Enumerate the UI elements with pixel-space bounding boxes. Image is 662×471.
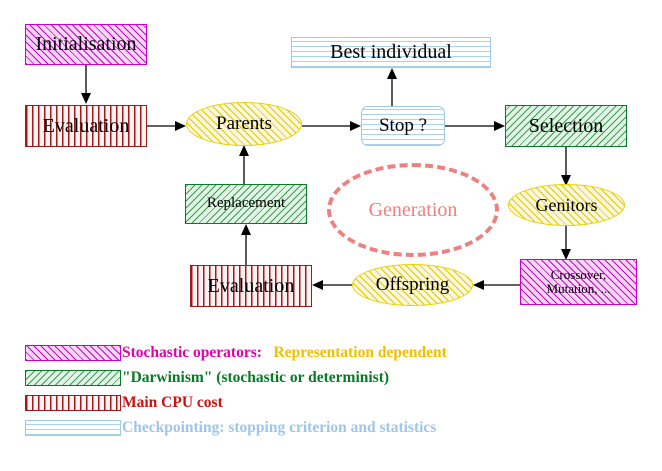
arrowhead-offspring-to-eval [312,280,323,290]
legend-row-darwinism: "Darwinism" (stochastic or determinist) [0,365,662,390]
node-label: Initialisation [35,33,137,55]
node-label: Evaluation [207,274,295,297]
arrowhead-stop-to-selection [494,121,505,131]
node-label: Offspring [375,274,450,296]
node-evaluation-top: Evaluation [25,105,147,147]
arrowhead-eval-to-replacement [241,224,251,235]
arrowhead-parents-to-stop [350,121,361,131]
node-label: Crossover, Mutation, ... [546,267,611,296]
arrowhead-selection-to-genitors [561,175,571,186]
node-label: Best individual [330,41,452,63]
arrowhead-replacement-to-parents [239,145,249,156]
node-replacement: Replacement [185,184,307,224]
node-offspring: Offspring [352,264,473,306]
legend-row-main-cpu-cost: Main CPU cost [0,390,662,415]
node-label: Genitors [535,194,598,215]
legend-text-segment: Stochastic operators: [122,343,262,361]
arrowhead-crossover-to-offspring [473,280,484,290]
node-genitors: Genitors [508,184,625,226]
arrowhead-eval-to-parents [175,121,186,131]
node-stop: Stop ? [361,106,445,146]
node-label: Parents [216,113,272,135]
legend-text-segment: Representation dependent [261,343,447,361]
node-label: Stop ? [378,115,428,137]
node-label: Generation [368,198,458,221]
node-parents: Parents [186,102,302,146]
legend: Stochastic operators: Representation dep… [0,340,662,440]
node-label: Replacement [206,195,286,212]
legend-text-segment: "Darwinism" (stochastic or determinist) [122,368,390,386]
arrowhead-stop-to-best [387,68,397,79]
node-label: Evaluation [42,114,130,137]
legend-swatch-checkpointing [25,419,121,436]
node-selection: Selection [505,105,627,147]
arrowhead-init-to-eval [81,93,91,104]
legend-label-darwinism: "Darwinism" (stochastic or determinist) [122,369,389,387]
legend-label-main-cpu-cost: Main CPU cost [122,394,223,412]
legend-row-checkpointing: Checkpointing: stopping criterion and st… [0,415,662,440]
node-label: Selection [528,114,604,137]
legend-row-stochastic-operators: Stochastic operators: Representation dep… [0,340,662,365]
legend-swatch-main-cpu-cost [25,394,121,411]
legend-text-segment: Checkpointing: stopping criterion and st… [122,418,437,436]
node-initialisation: Initialisation [25,24,147,65]
legend-label-checkpointing: Checkpointing: stopping criterion and st… [122,419,436,437]
arrowhead-genitors-to-crossover [561,249,571,260]
node-crossover: Crossover, Mutation, ... [520,259,637,305]
node-generation: Generation [327,163,499,257]
legend-swatch-darwinism [25,369,121,386]
node-evaluation-bottom: Evaluation [190,265,312,307]
node-best-individual: Best individual [291,37,491,68]
legend-label-stochastic-operators: Stochastic operators: Representation dep… [122,344,447,362]
legend-swatch-stochastic-operators [25,344,121,361]
legend-text-segment: Main CPU cost [122,393,223,411]
